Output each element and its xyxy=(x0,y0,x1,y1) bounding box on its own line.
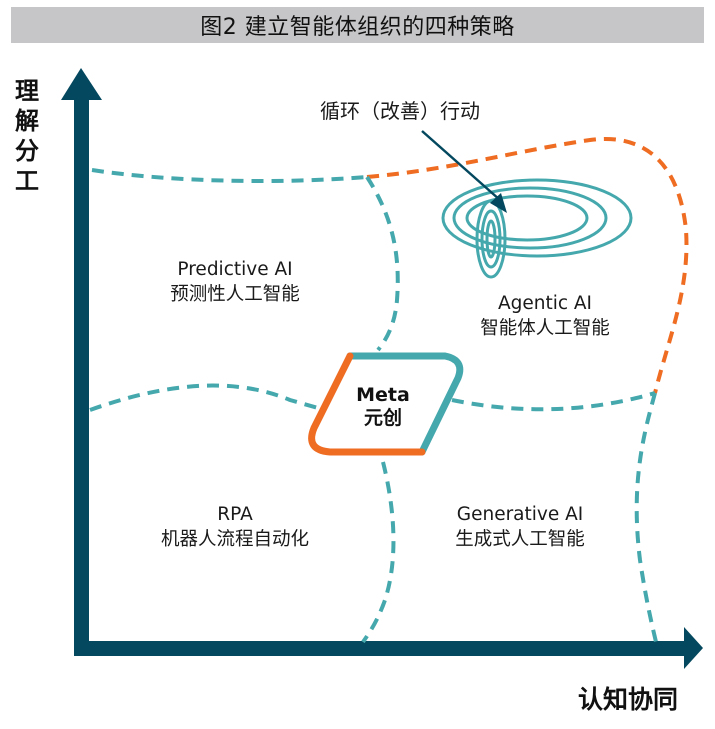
quadrant-en-label: RPA xyxy=(217,504,253,525)
meta-center-label: Meta 元创 xyxy=(343,384,423,430)
boundary-upper-vertical xyxy=(365,175,400,352)
cycle-annotation: 循环（改善）行动 xyxy=(320,99,480,123)
loop-ring xyxy=(475,199,507,279)
quadrant-generative: Generative AI 生成式人工智能 xyxy=(420,502,620,552)
loop-ring xyxy=(465,194,589,242)
x-axis-arrowhead-icon xyxy=(684,627,703,669)
y-axis-label-char: 解 xyxy=(15,107,39,135)
y-axis-line xyxy=(74,98,89,655)
loop-ring xyxy=(485,219,497,259)
quadrant-predictive: Predictive AI 预测性人工智能 xyxy=(140,257,330,307)
meta-shape-orange xyxy=(308,352,426,456)
boundary-top-left xyxy=(91,168,368,184)
loop-ring xyxy=(452,186,608,250)
meta-zh-label: 元创 xyxy=(363,407,402,429)
y-axis-label: 理 解 分 工 xyxy=(12,76,42,196)
quadrant-rpa: RPA 机器人流程自动化 xyxy=(130,502,340,552)
boundary-agentic-orange xyxy=(366,136,689,394)
boundary-middle-left xyxy=(89,383,319,412)
loop-ring xyxy=(480,209,502,269)
x-axis-label: 认知协同 xyxy=(578,685,679,714)
quadrant-en-label: Generative AI xyxy=(456,504,584,525)
annotation-arrowhead-icon xyxy=(490,193,507,213)
quadrant-en-label: Agentic AI xyxy=(497,293,593,314)
loop-ring xyxy=(441,178,633,258)
quadrant-en-label: Predictive AI xyxy=(177,259,293,280)
quadrant-zh-label: 生成式人工智能 xyxy=(455,529,585,550)
figure-title: 图2 建立智能体组织的四种策略 xyxy=(200,15,515,40)
quadrant-zh-label: 机器人流程自动化 xyxy=(160,529,309,550)
x-axis-line xyxy=(74,641,686,656)
loop-icon xyxy=(441,178,633,279)
title-bar: 图2 建立智能体组织的四种策略 xyxy=(11,7,704,43)
y-axis-label-char: 分 xyxy=(15,137,39,165)
boundary-lower-vertical xyxy=(361,461,396,644)
y-axis-arrowhead-icon xyxy=(61,68,102,100)
quadrant-agentic: Agentic AI 智能体人工智能 xyxy=(445,291,645,341)
annotation-arrow-line xyxy=(421,130,501,201)
boundary-right-vertical xyxy=(634,392,658,643)
meta-shape-teal xyxy=(346,352,464,456)
quadrant-zh-label: 预测性人工智能 xyxy=(170,284,300,305)
quadrant-zh-label: 智能体人工智能 xyxy=(480,318,610,339)
y-axis-label-char: 工 xyxy=(15,167,39,195)
meta-en-label: Meta xyxy=(356,384,410,406)
y-axis-label-char: 理 xyxy=(15,77,39,105)
boundary-middle-right xyxy=(451,391,656,412)
